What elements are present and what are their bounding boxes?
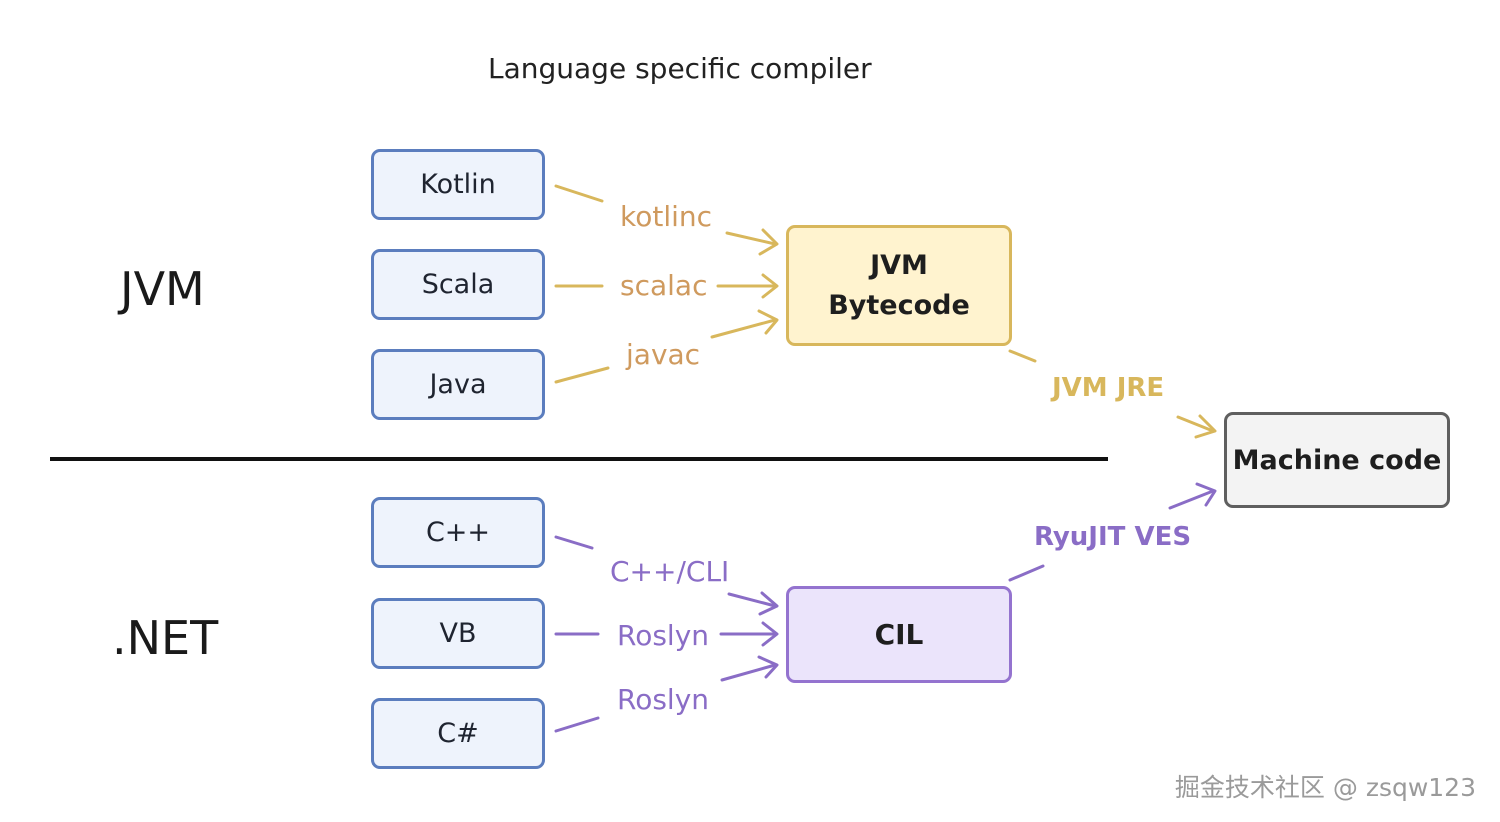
- language-box-vb: VB: [371, 598, 545, 669]
- compiler-label-roslyn-vb: Roslyn: [617, 619, 710, 652]
- language-box-scala: Scala: [371, 249, 545, 320]
- arrow-java-head: [710, 318, 777, 339]
- arrow-kotlin-tip: [758, 228, 779, 256]
- watermark: 掘金技术社区 @ zsqw123: [1174, 773, 1476, 802]
- arrow-kotlin-head: [725, 231, 777, 246]
- compiler-label-javac: javac: [626, 338, 701, 371]
- arrow-java-tip: [757, 309, 779, 335]
- arrow-kotlin-tail: [554, 184, 604, 203]
- platform-label-jvm: JVM: [120, 262, 205, 316]
- arrow-ryujit-tip: [1195, 482, 1217, 507]
- language-box-java: Java: [371, 349, 545, 420]
- diagram-heading: Language specific compiler: [488, 52, 872, 85]
- arrow-csharp-tip: [757, 655, 779, 679]
- jvm-bytecode-box: JVM Bytecode: [786, 225, 1012, 346]
- arrow-csharp-tail: [554, 716, 600, 733]
- runtime-label-jvm-jre: JVM JRE: [1052, 373, 1165, 403]
- arrow-csharp-head: [720, 663, 777, 682]
- runtime-label-ryujit-ves: RyuJIT VES: [1034, 522, 1192, 552]
- jvm-bytecode-line2: Bytecode: [828, 289, 970, 321]
- language-box-csharp: C#: [371, 698, 545, 769]
- arrow-vb-tip: [761, 621, 779, 647]
- compiler-label-scalac: scalac: [620, 269, 708, 302]
- arrow-ryujit-tail: [1008, 564, 1045, 582]
- arrow-jre-tip: [1194, 414, 1217, 439]
- platform-label-net: .NET: [112, 611, 219, 665]
- compiler-label-kotlinc: kotlinc: [620, 200, 713, 233]
- arrow-ryujit-head: [1168, 489, 1215, 510]
- language-box-cpp: C++: [371, 497, 545, 568]
- language-box-kotlin: Kotlin: [371, 149, 545, 220]
- arrow-cpp-head: [727, 592, 777, 608]
- arrow-cpp-tip: [758, 591, 779, 616]
- arrow-java-tail: [554, 366, 610, 384]
- arrow-cpp-tail: [554, 535, 594, 550]
- compiler-label-cppcli: C++/CLI: [610, 555, 730, 588]
- cil-box: CIL: [786, 586, 1012, 683]
- arrow-scala-tip: [761, 273, 779, 299]
- machine-code-box: Machine code: [1224, 412, 1450, 508]
- compiler-label-roslyn-csharp: Roslyn: [617, 683, 710, 716]
- platform-divider: [50, 457, 1108, 461]
- jvm-bytecode-line1: JVM: [870, 249, 928, 281]
- arrow-jre-tail: [1008, 349, 1037, 363]
- arrow-jre-head: [1176, 415, 1215, 433]
